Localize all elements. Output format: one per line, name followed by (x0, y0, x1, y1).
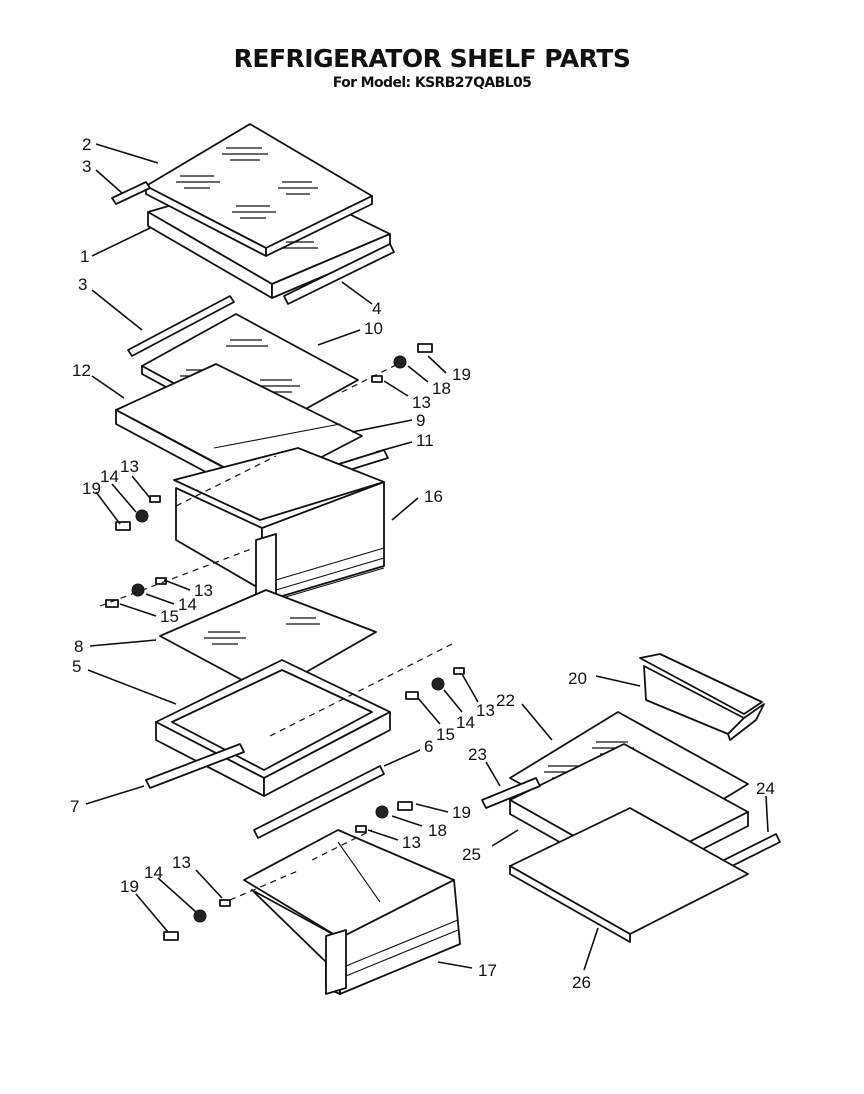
trim-strip-4 (283, 243, 395, 305)
shelf-frame-5-front (263, 711, 391, 797)
screw-19c (397, 801, 413, 811)
callout-13-d: 13 (476, 701, 495, 720)
door-bin-20-top (639, 653, 763, 715)
cam-18b (375, 805, 389, 819)
callout-5: 5 (72, 657, 81, 676)
screw-19a (417, 343, 433, 353)
screw-19d (163, 931, 179, 941)
callout-24: 24 (756, 779, 775, 798)
right-shelf-assembly (481, 653, 781, 943)
callout-4: 4 (372, 299, 381, 318)
callout-20: 20 (568, 669, 587, 688)
callout-12: 12 (72, 361, 91, 380)
model-subtitle: For Model: KSRB27QABL05 (332, 75, 532, 91)
callout-10: 10 (364, 319, 383, 338)
callout-14-c: 14 (456, 713, 475, 732)
callout-13-e: 13 (402, 833, 421, 852)
trim-strip-7 (145, 743, 245, 789)
callout-14-a: 14 (100, 467, 119, 486)
callout-19-b: 19 (82, 479, 101, 498)
slide-rail-26-edge (509, 865, 631, 943)
crisper-drawer-16 (173, 447, 385, 611)
callout-19-d: 19 (120, 877, 139, 896)
callout-18-a: 18 (432, 379, 451, 398)
callout-15-a: 15 (160, 607, 179, 626)
callout-13-f: 13 (172, 853, 191, 872)
pin-15a (105, 599, 119, 608)
callout-14-d: 14 (144, 863, 163, 882)
callout-numbers: 2 3 1 3 4 10 12 19 18 13 9 11 16 13 14 1… (70, 135, 775, 992)
page-title: REFRIGERATOR SHELF PARTS (233, 44, 631, 73)
callout-2: 2 (82, 135, 91, 154)
cam-14d (193, 909, 207, 923)
bushing-13a (371, 375, 383, 383)
door-bin-20-front (727, 703, 765, 741)
glass-8-hatching (204, 617, 320, 645)
trim-strip-3-top (111, 181, 151, 205)
callout-3-top: 3 (82, 157, 91, 176)
trim-strip-3-lower (127, 295, 235, 357)
third-shelf-assembly (145, 589, 391, 839)
callout-23: 23 (468, 745, 487, 764)
bushing-13d (453, 667, 465, 675)
callout-19-a: 19 (452, 365, 471, 384)
callout-8: 8 (74, 637, 83, 656)
bushing-13e (355, 825, 367, 833)
callout-15-b: 15 (436, 725, 455, 744)
bushing-13f (219, 899, 231, 907)
callout-16: 16 (424, 487, 443, 506)
glass-shelf-2-edge-front (265, 195, 373, 257)
callout-7: 7 (70, 797, 79, 816)
glass-shelf-8 (159, 589, 377, 695)
callout-13-c: 13 (194, 581, 213, 600)
callout-13-a: 13 (412, 393, 431, 412)
callout-17: 17 (478, 961, 497, 980)
callout-18-b: 18 (428, 821, 447, 840)
cam-14c (431, 677, 445, 691)
trim-strip-6 (253, 765, 385, 839)
leader-lines (85, 143, 769, 971)
cam-18a (393, 355, 407, 369)
bushing-13b (149, 495, 161, 503)
callout-25: 25 (462, 845, 481, 864)
callout-1: 1 (80, 247, 89, 266)
drawer-17-handle (325, 929, 347, 995)
callout-3-middle: 3 (78, 275, 87, 294)
callout-19-c: 19 (452, 803, 471, 822)
callout-11: 11 (416, 431, 434, 450)
callout-26: 26 (572, 973, 591, 992)
callout-13-b: 13 (120, 457, 139, 476)
screw-19b (115, 521, 131, 531)
callout-22: 22 (496, 691, 515, 710)
callout-14-b: 14 (178, 595, 197, 614)
pin-15b (405, 691, 419, 700)
crisper-drawer-17 (243, 829, 461, 995)
callout-6: 6 (424, 737, 433, 756)
cam-14a (135, 509, 149, 523)
callout-9: 9 (416, 411, 425, 430)
glass-2-hatching (176, 147, 318, 249)
top-shelf-assembly (111, 123, 395, 305)
trim-strip-23 (481, 777, 541, 809)
